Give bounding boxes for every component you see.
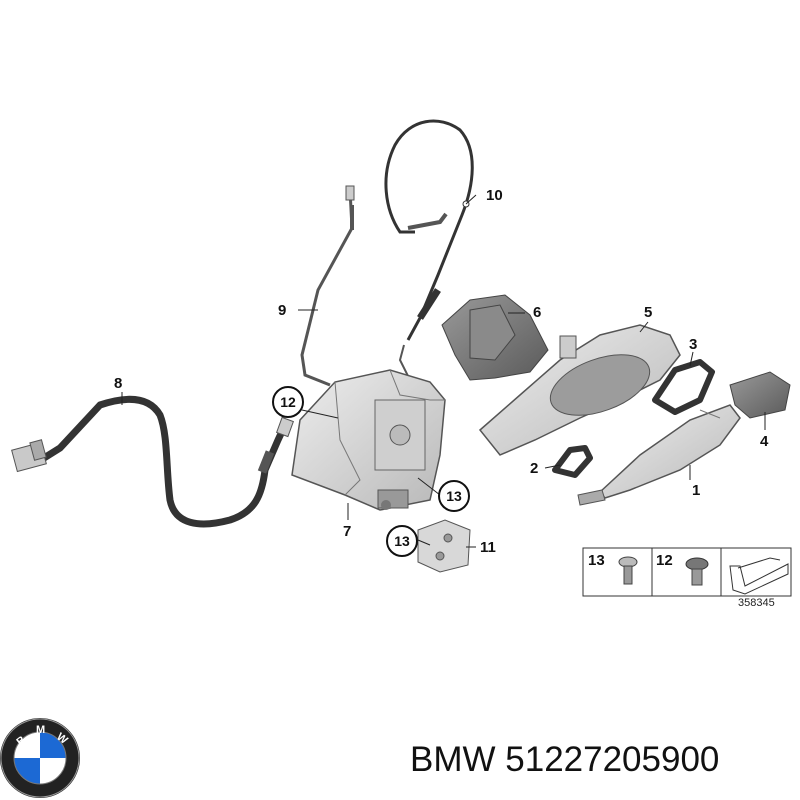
part-8-cable <box>11 395 295 528</box>
callout-5: 5 <box>644 304 653 321</box>
torx-screw-icon <box>618 556 638 585</box>
fastener-legend <box>582 547 792 597</box>
svg-text:M: M <box>36 724 45 736</box>
part-9-lock-rod <box>300 185 355 387</box>
part-2-small-gasket <box>552 445 593 478</box>
part-6-carrier-insert <box>441 294 549 381</box>
arrow-tool-icon <box>729 557 789 595</box>
callout-6: 6 <box>533 304 542 321</box>
part-5-handle-bracket <box>478 324 681 456</box>
part-1-outer-handle <box>577 404 741 506</box>
part-11-bracket <box>417 519 471 573</box>
callout-2: 2 <box>530 460 539 477</box>
legend-screw-12-label: 12 <box>656 552 673 569</box>
part-10-bowden-cable <box>384 119 474 441</box>
callout-10: 10 <box>486 187 503 204</box>
callout-13-lock: 13 <box>438 480 470 512</box>
callout-1: 1 <box>692 482 701 499</box>
callout-3: 3 <box>689 336 698 353</box>
callout-7: 7 <box>343 523 352 540</box>
part-number-caption: BMW 51227205900 <box>410 740 720 779</box>
callout-4: 4 <box>760 433 769 450</box>
leader-lines <box>121 194 766 548</box>
legend-screw-13-label: 13 <box>588 552 605 569</box>
callout-11: 11 <box>480 539 496 556</box>
callout-8: 8 <box>114 375 123 392</box>
torx-screw-icon <box>685 557 709 586</box>
part-4-cap <box>729 371 791 419</box>
part-7-door-lock <box>291 369 446 511</box>
callout-12: 12 <box>272 386 304 418</box>
bmw-roundel-logo: B M W <box>0 718 80 798</box>
part-3-gasket <box>652 359 715 415</box>
diagram-reference-code: 358345 <box>738 597 775 609</box>
callout-13-bracket: 13 <box>386 525 418 557</box>
callout-9: 9 <box>278 302 287 319</box>
